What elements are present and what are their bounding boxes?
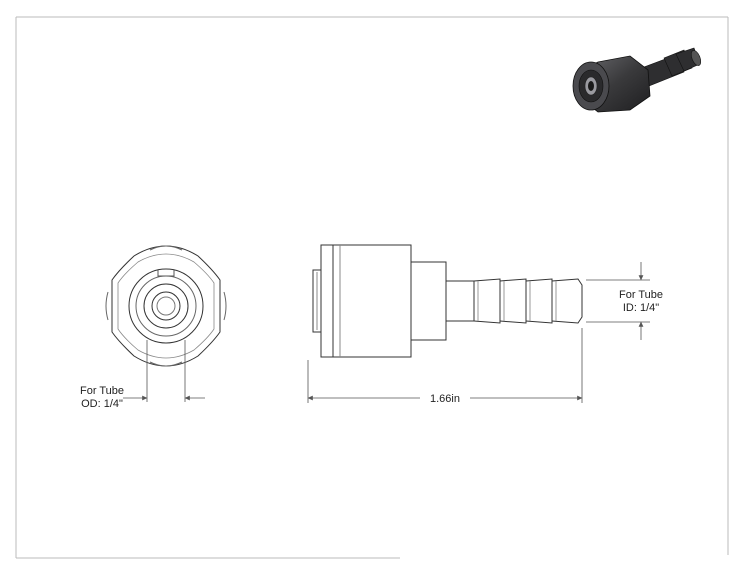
side-view — [312, 244, 583, 358]
length-dimension — [307, 328, 583, 403]
id-label-line1: For Tube — [619, 289, 663, 301]
length-dimension-text: 1.66in — [430, 393, 460, 405]
od-dimension — [123, 340, 205, 402]
front-view — [105, 245, 227, 367]
od-label-line2: OD: 1/4" — [81, 398, 123, 410]
id-label-line2: ID: 1/4" — [623, 302, 659, 314]
isometric-product-image — [572, 47, 702, 113]
id-dimension — [586, 262, 650, 340]
sheet-frame — [15, 16, 729, 559]
od-label-line1: For Tube — [80, 385, 124, 397]
